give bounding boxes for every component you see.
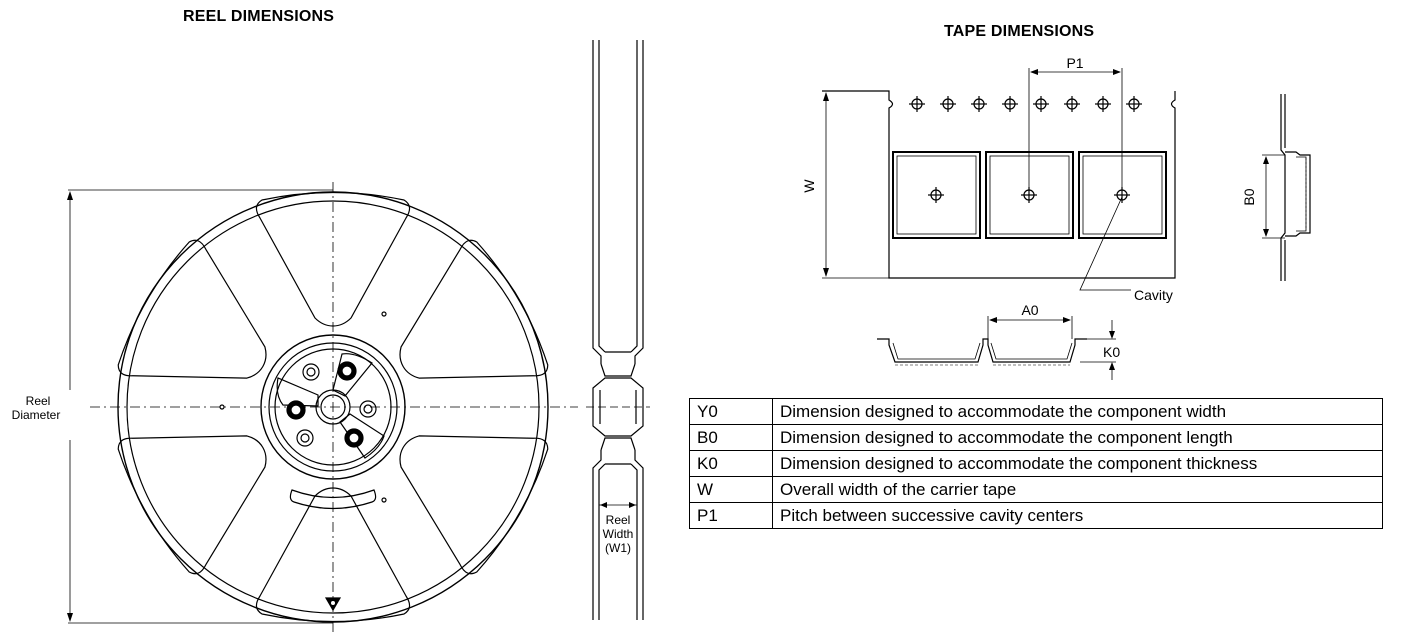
a0-label: A0 (1021, 302, 1038, 318)
w-label: W (801, 179, 817, 193)
reel-dimensions-title: REEL DIMENSIONS (183, 8, 335, 25)
definition-symbol: K0 (689, 450, 773, 477)
p1-label: P1 (1066, 55, 1083, 71)
definition-description: Overall width of the carrier tape (772, 476, 1383, 503)
definition-description: Dimension designed to accommodate the co… (772, 424, 1383, 451)
reel-diameter-label-2: Diameter (12, 408, 61, 422)
definition-symbol: W (689, 476, 773, 503)
reel-width-label-2: Width (603, 527, 634, 541)
definition-symbol: Y0 (689, 398, 773, 425)
sprocket-holes (909, 95, 1143, 113)
tape-dimensions-title: TAPE DIMENSIONS (944, 23, 1095, 40)
tape-cavities (892, 151, 1167, 239)
reel-front-view (67, 182, 578, 635)
reel-width-label-3: (W1) (605, 541, 631, 555)
definition-description: Pitch between successive cavity centers (772, 502, 1383, 529)
definition-symbol: P1 (689, 502, 773, 529)
reel-diameter-label: Reel (26, 394, 51, 408)
tape-top-view (822, 68, 1176, 291)
reel-width-label: Reel (606, 513, 631, 527)
tape-side-view (1262, 94, 1311, 281)
recycle-logo (324, 597, 342, 612)
reel-hub-holes (286, 361, 377, 448)
reel-side-view (586, 40, 650, 620)
cavity-label: Cavity (1134, 287, 1173, 303)
definition-symbol: B0 (689, 424, 773, 451)
k0-label: K0 (1103, 344, 1120, 360)
b0-label: B0 (1241, 188, 1257, 205)
tape-cross-section (877, 316, 1116, 380)
definition-description: Dimension designed to accommodate the co… (772, 450, 1383, 477)
definition-description: Dimension designed to accommodate the co… (772, 398, 1383, 425)
